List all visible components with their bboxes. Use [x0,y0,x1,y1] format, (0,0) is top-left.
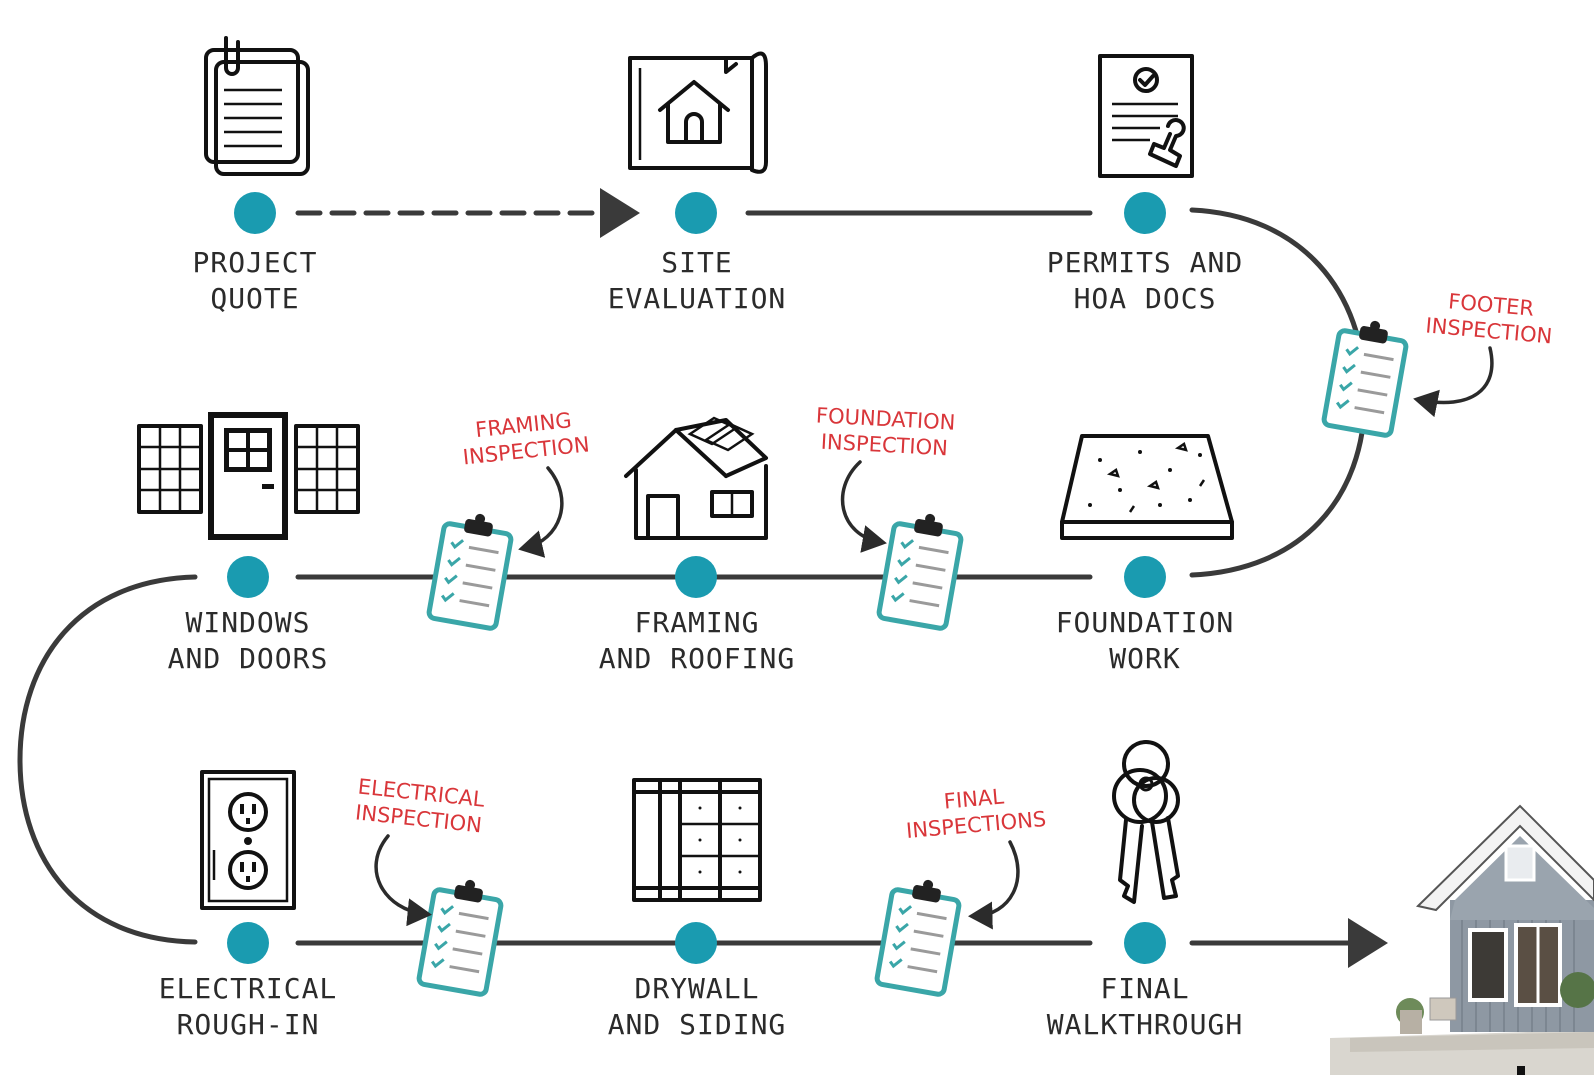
permit-stamp-icon [1098,54,1194,178]
outlet-icon [200,770,296,910]
inspection-label-final: FINAL [943,784,1005,813]
clipboard-icon-foundation [878,510,962,629]
step-label-windows-doors-2: AND DOORS [168,642,329,675]
step-labels: PROJECT QUOTE SITE EVALUATION PERMITS AN… [159,246,1243,1041]
node-site-evaluation [675,192,717,234]
inspection-label-final-2: INSPECTIONS [905,807,1047,843]
clipboard-icon-framing [428,510,512,629]
step-label-site-evaluation: SITE [661,246,732,279]
step-label-permits: PERMITS AND [1047,246,1243,279]
step-label-final-walkthrough-2: WALKTHROUGH [1047,1008,1243,1041]
step-label-site-evaluation-2: EVALUATION [608,282,787,315]
window-door-icon [137,412,360,540]
finished-house-icon [1330,804,1594,1075]
step-label-drywall: DRYWALL [634,972,759,1005]
node-final-walkthrough [1124,922,1166,964]
step-label-permits-2: HOA DOCS [1074,282,1217,315]
step-label-windows-doors: WINDOWS [185,606,310,639]
step-label-electrical: ELECTRICAL [159,972,338,1005]
step-label-final-walkthrough: FINAL [1100,972,1189,1005]
node-drywall [675,922,717,964]
step-nodes [227,192,1166,964]
node-project-quote [234,192,276,234]
house-roof-icon [624,416,768,540]
clipboard-icon-electrical [418,876,502,995]
connector-curve-left [17,574,198,945]
step-label-framing-roofing: FRAMING [634,606,759,639]
clipboard-icon-final [876,876,960,995]
step-label-project-quote-2: QUOTE [210,282,299,315]
clipboard-icon-footer [1323,317,1407,436]
blueprint-house-icon [628,51,768,174]
node-permits [1124,192,1166,234]
step-label-project-quote: PROJECT [192,246,317,279]
node-framing-roofing [675,556,717,598]
inspection-label-foundation-2: INSPECTION [820,430,948,461]
inspection-label-footer-2: INSPECTION [1425,313,1554,348]
keys-icon [1112,740,1180,904]
document-stack-icon [204,36,310,176]
step-label-foundation-2: WORK [1109,642,1180,675]
step-label-framing-roofing-2: AND ROOFING [599,642,795,675]
step-label-foundation: FOUNDATION [1056,606,1235,639]
step-label-electrical-2: ROUGH-IN [177,1008,320,1041]
concrete-slab-icon [1060,434,1234,540]
node-foundation [1124,556,1166,598]
node-electrical [227,922,269,964]
inspection-pointers [374,346,1494,930]
node-windows-doors [227,556,269,598]
drywall-frame-icon [632,778,762,902]
step-label-drywall-2: AND SIDING [608,1008,787,1041]
